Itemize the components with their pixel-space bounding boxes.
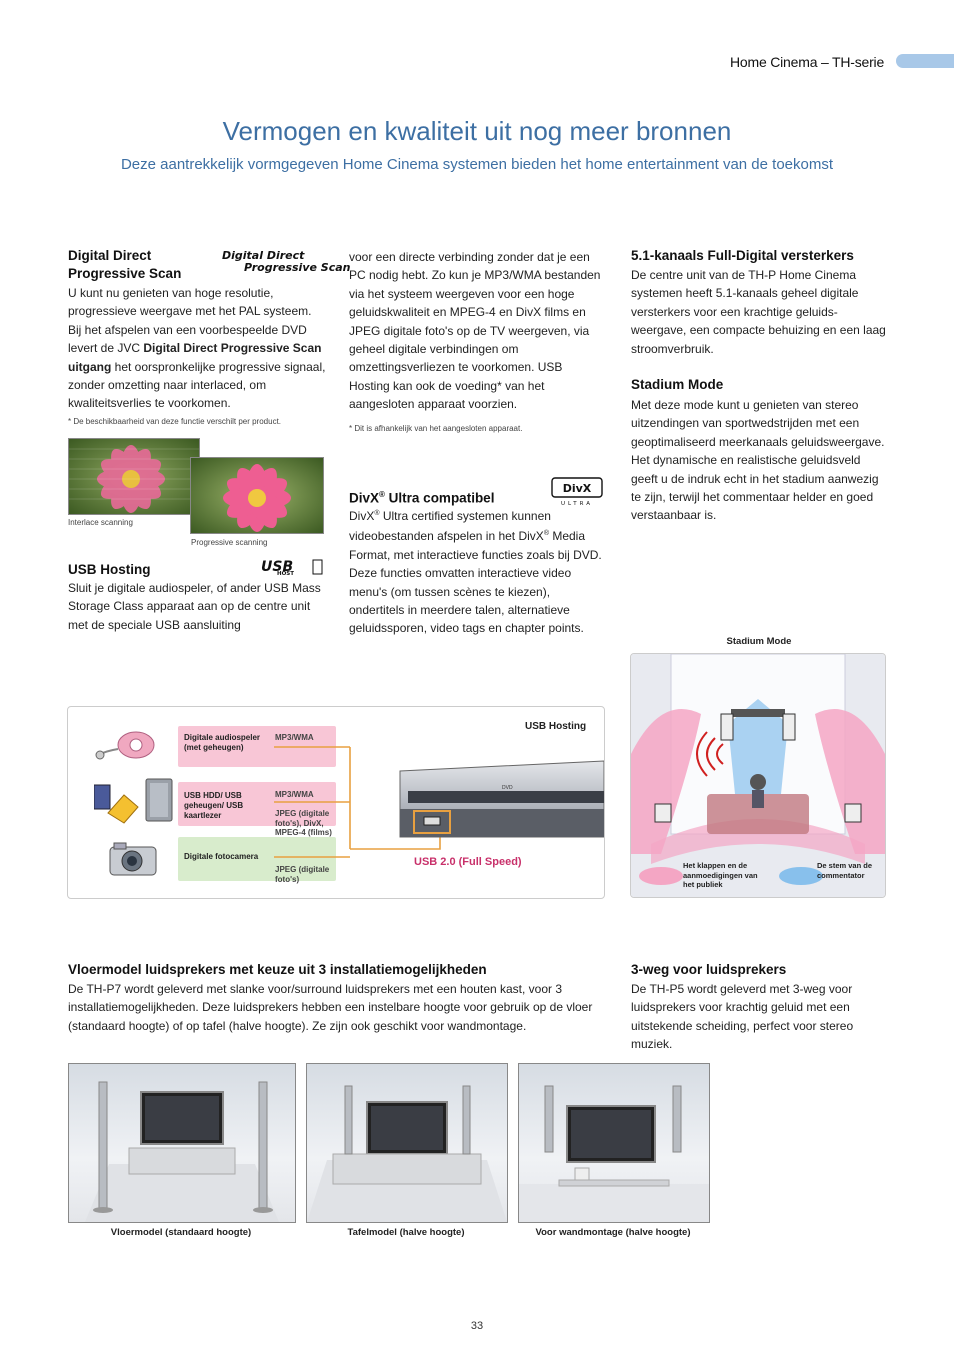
floor-speakers-heading: Vloermodel luidsprekers met keuze uit 3 … [68, 962, 487, 977]
usb-host-logo: USB HOST [261, 558, 323, 577]
section-tab [896, 54, 954, 68]
stadium-text: Met deze mode kunt u genieten van stereo… [631, 398, 885, 523]
photo-table-model [306, 1063, 508, 1223]
camera-icon [109, 842, 157, 876]
svg-text:ULTRA: ULTRA [561, 501, 593, 507]
legend-blue: De stem van de commentator [817, 861, 873, 880]
format-label-2: MP3/WMA [275, 790, 314, 799]
caption-table-model: Tafelmodel (halve hoogte) [347, 1227, 465, 1238]
photo-floor-model [68, 1063, 296, 1223]
device-label-3: Digitale fotocamera [184, 852, 259, 861]
stadium-diagram: Het klappen en de aanmoedigingen van het… [630, 653, 886, 898]
usb-port-label: USB 2.0 (Full Speed) [414, 856, 522, 868]
caption-wall-model: Voor wandmontage (halve hoogte) [535, 1227, 691, 1238]
interlace-caption: Interlace scanning [68, 518, 133, 527]
row-usb-hdd [178, 782, 336, 826]
amp-text: De centre unit van de TH-P Home Cinema s… [631, 268, 886, 356]
device-label-1: Digitale audiospeler (met geheugen) [184, 733, 261, 752]
divx-heading: DivX® Ultra compatibel [349, 490, 495, 506]
interlace-photo [68, 438, 200, 515]
usb-heading: USB Hosting [68, 562, 151, 577]
svg-text:USB: USB [261, 559, 293, 575]
stadium-illustration [631, 654, 885, 897]
usb-diagram: USB Hosting Digitale audiospeler (met ge… [67, 706, 605, 899]
divx-icon: DivX ULTRA [551, 477, 603, 507]
page-number: 33 [470, 1320, 484, 1332]
usb-text-1: Sluit je digitale audiospeler, of ander … [68, 581, 321, 632]
dd-note: * De beschikbaarheid van deze functie ve… [68, 417, 282, 426]
dvd-unit: DVD [399, 760, 604, 838]
section-label: Home Cinema – TH-serie [730, 54, 885, 70]
usb-hdd-icon [94, 778, 173, 824]
page-title: Vermogen en kwaliteit uit nog meer bronn… [222, 116, 732, 146]
svg-text:DVD: DVD [502, 785, 513, 791]
device-label-2: USB HDD/ USB geheugen/ USB kaartlezer [184, 791, 244, 820]
usb-diagram-title: USB Hosting [525, 721, 587, 732]
threeway-heading: 3-weg voor luidsprekers [631, 962, 787, 977]
audio-player-icon [95, 731, 155, 760]
format-label-3: JPEG (digitale foto's) [275, 865, 330, 884]
amp-heading: 5.1-kanaals Full-Digital versterkers [631, 248, 854, 263]
svg-text:DivX: DivX [563, 482, 592, 495]
usb-text-2: voor een directe verbinding zonder dat j… [349, 250, 601, 412]
flower-image [191, 458, 323, 533]
divx-text: DivX® Ultra certified systemen kunnen vi… [349, 509, 602, 636]
format-label-2b: JPEG (digitale foto's), DivX, MPEG-4 (fi… [275, 809, 332, 837]
usb-host-icon: USB HOST [261, 559, 323, 577]
caption-floor-model: Vloermodel (standaard hoogte) [110, 1227, 252, 1238]
digital-direct-logo: Digital Direct Progressive Scan [222, 249, 351, 274]
dd-text: U kunt nu genieten van hoge resolutie, p… [68, 286, 326, 411]
legend-pink: Het klappen en de aanmoedigingen van het… [683, 861, 758, 889]
floor-speaker-image [85, 1081, 279, 1222]
usb-note: * Dit is afhankelijk van het aangesloten… [349, 424, 523, 433]
row-camera [178, 837, 336, 881]
divx-ultra-logo: DivX ULTRA [550, 477, 604, 507]
svg-text:HOST: HOST [277, 571, 294, 576]
stadium-heading: Stadium Mode [631, 377, 724, 392]
floor-speakers-text: De TH-P7 wordt geleverd met slanke voor/… [68, 982, 593, 1033]
dd-heading: Digital Direct Progressive Scan [68, 248, 182, 281]
photo-wall-model [518, 1063, 710, 1223]
stadium-diagram-title: Stadium Mode [726, 636, 792, 647]
threeway-text: De TH-P5 wordt geleverd met 3-weg voor l… [631, 982, 854, 1052]
format-label-1: MP3/WMA [275, 733, 314, 742]
wall-speaker-image [519, 1085, 709, 1222]
progressive-caption: Progressive scanning [191, 538, 268, 547]
flower-image [69, 439, 199, 514]
table-speaker-image [307, 1085, 507, 1222]
progressive-photo [190, 457, 324, 534]
page-subtitle: Deze aantrekkelijk vormgegeven Home Cine… [120, 156, 834, 173]
